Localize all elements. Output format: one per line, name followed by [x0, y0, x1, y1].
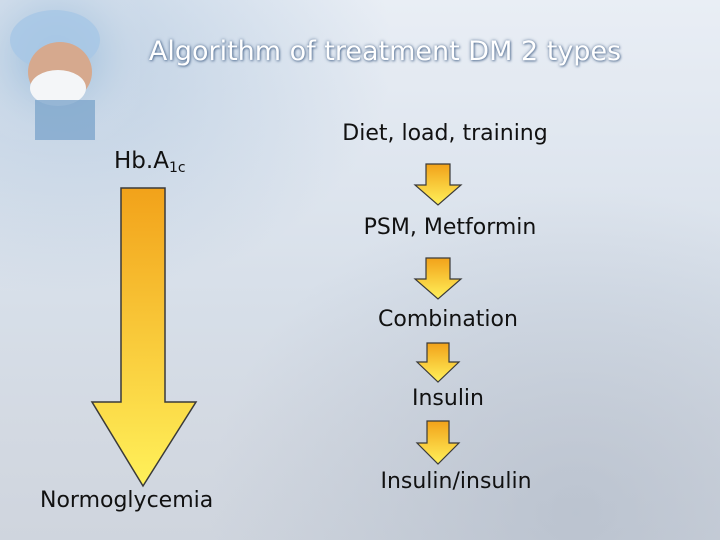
step-insulin-insulin-label: Insulin/insulin — [380, 469, 532, 494]
hba1c-label: Hb.A1c — [114, 148, 186, 176]
surgeon-photo — [0, 0, 140, 140]
step-arrow-2 — [413, 257, 463, 300]
step-psm-metformin-label: PSM, Metformin — [363, 215, 537, 240]
normoglycemia-label: Normoglycemia — [40, 488, 214, 513]
step-arrow-1 — [413, 163, 463, 206]
step-arrow-3 — [415, 342, 461, 383]
slide-title: Algorithm of treatment DM 2 types — [148, 36, 622, 67]
step-insulin-label: Insulin — [411, 386, 484, 411]
step-arrow-4 — [415, 420, 461, 465]
step-diet-label: Diet, load, training — [342, 121, 548, 146]
hba1c-decrease-arrow — [90, 187, 198, 488]
step-combination-label: Combination — [378, 307, 518, 332]
